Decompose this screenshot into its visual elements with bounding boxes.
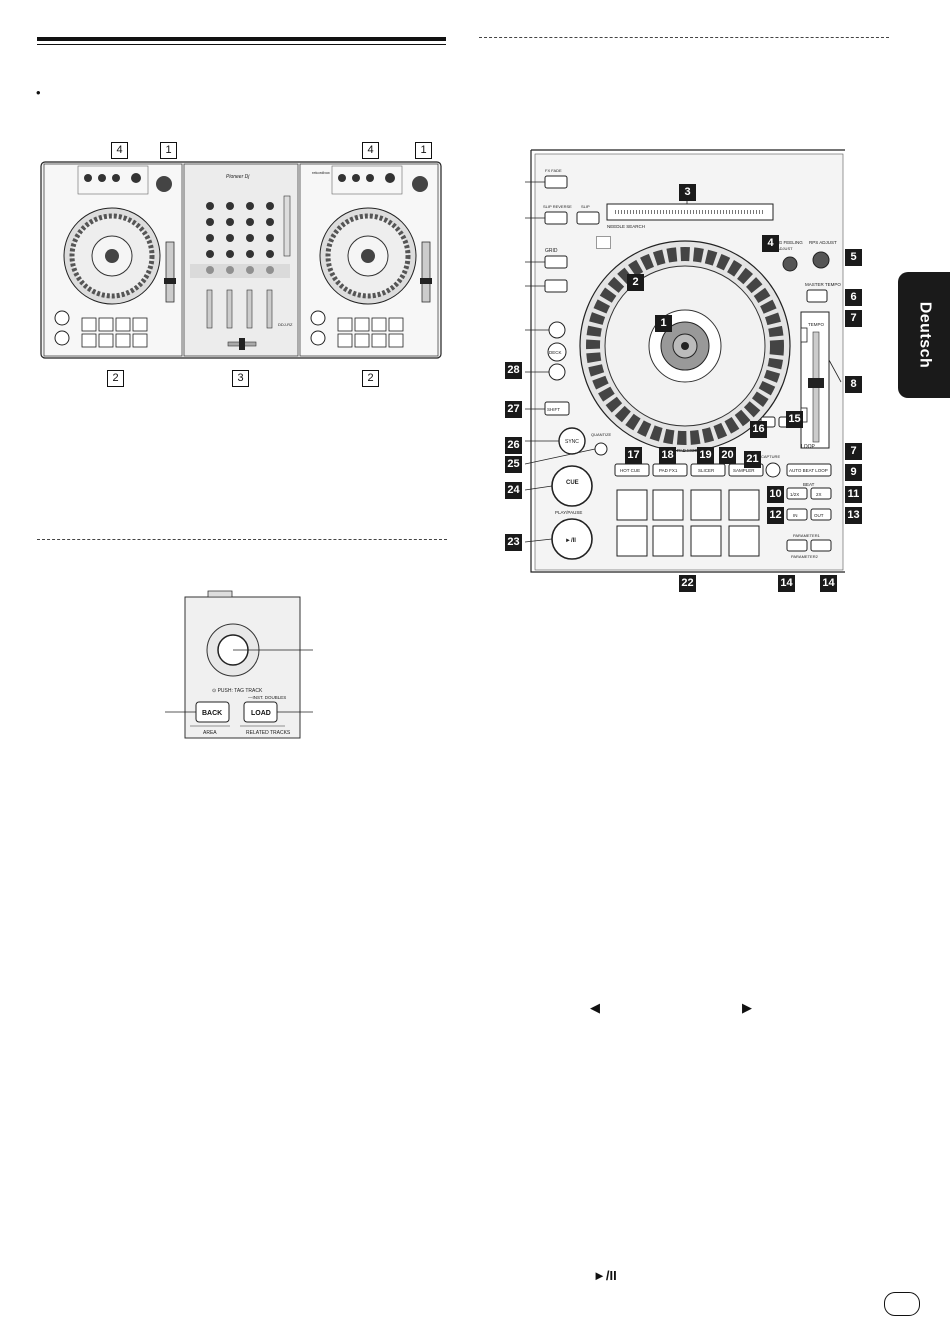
- tag-track-label: ⊙ PUSH: TAG TRACK: [212, 688, 263, 694]
- cue-label: CUE: [566, 480, 579, 486]
- out-label: OUT: [814, 513, 824, 518]
- capture-label: CAPTURE: [761, 454, 780, 459]
- deck-brand-text: rekordbox: [312, 170, 330, 175]
- language-side-tab-label: Deutsch: [916, 301, 933, 369]
- overview-callout-1-right: 1: [415, 142, 432, 159]
- deck-callout-27: 27: [505, 401, 522, 418]
- master-tempo-label: MASTER TEMPO: [805, 282, 841, 287]
- deck-callout-10: 10: [767, 486, 784, 503]
- slicer-label: SLICER: [698, 468, 715, 473]
- area-label: AREA: [203, 730, 217, 736]
- deck-callout-7-top: 7: [845, 310, 862, 327]
- play-pause-icon: ►/II: [593, 1268, 617, 1283]
- pad-mode-label: PAD MODE: [677, 448, 701, 453]
- browse-section-illustration: ⊙ PUSH: TAG TRACK —INST. DOUBLES BACK LO…: [165, 590, 313, 739]
- deck-callout-21: 21: [744, 451, 761, 468]
- deck-callout-3: 3: [679, 184, 696, 201]
- deck-callout-26: 26: [505, 437, 522, 454]
- jog-feeling-label: JOG FEELING: [773, 240, 803, 245]
- hot-cue-label: HOT CUE: [620, 468, 640, 473]
- deck-callout-20: 20: [719, 447, 736, 464]
- load-button-label: LOAD: [251, 710, 271, 717]
- half-x-label: 1/2X: [790, 492, 799, 497]
- beat-label: BEAT: [803, 482, 815, 487]
- overview-callout-3: 3: [232, 370, 249, 387]
- bullet-point: •: [36, 85, 41, 100]
- rps-adjust-label: RPS ADJUST: [809, 240, 837, 245]
- deck-callout-12: 12: [767, 507, 784, 524]
- deck-callout-28: 28: [505, 362, 522, 379]
- overview-callout-2-right: 2: [362, 370, 379, 387]
- deck-callout-23: 23: [505, 534, 522, 551]
- arrow-left-icon: ◀: [590, 1000, 600, 1015]
- deck-callout-24: 24: [505, 482, 522, 499]
- fx-fade-label: FX FADE: [545, 168, 562, 173]
- parameter1-label: PARAMETER1: [793, 533, 821, 538]
- inst-doubles-label: —INST. DOUBLES: [248, 695, 286, 700]
- deck-callout-19: 19: [697, 447, 714, 464]
- deck-callout-6: 6: [845, 289, 862, 306]
- parameter2-label: PARAMETER2: [791, 554, 819, 559]
- controller-overview-illustration: Pioneer Dj DDJ-RZ rekordbox: [40, 161, 442, 359]
- deck-callout-15: 15: [786, 411, 803, 428]
- overview-callout-2-left: 2: [107, 370, 124, 387]
- overview-callout-1-left: 1: [160, 142, 177, 159]
- deck-callout-13: 13: [845, 507, 862, 524]
- section-heading-rule-thin: [37, 44, 446, 45]
- section-heading-rule: [37, 37, 446, 41]
- slip-reverse-label: SLIP REVERSE: [543, 204, 572, 209]
- related-tracks-label: RELATED TRACKS: [246, 730, 291, 736]
- deck-callout-8: 8: [845, 376, 862, 393]
- sync-label: SYNC: [565, 439, 579, 445]
- deck-callout-22: 22: [679, 575, 696, 592]
- in-label: IN: [793, 513, 798, 518]
- blank-callout-box: [596, 236, 611, 249]
- play-pause-label: PLAY/PAUSE: [555, 510, 582, 515]
- auto-beat-loop-label: AUTO BEAT LOOP: [789, 468, 828, 473]
- deck-callout-4: 4: [762, 235, 779, 252]
- model-text: DDJ-RZ: [278, 322, 293, 327]
- mixer-brand-text: Pioneer Dj: [226, 174, 250, 180]
- deck-callout-9: 9: [845, 464, 862, 481]
- deck-callout-7-bottom: 7: [845, 443, 862, 460]
- pad-fx1-label: PAD FX1: [659, 468, 678, 473]
- deck-callout-17: 17: [625, 447, 642, 464]
- deck-callout-14-right: 14: [820, 575, 837, 592]
- deck-callout-18: 18: [659, 447, 676, 464]
- deck-callout-14-left: 14: [778, 575, 795, 592]
- quantize-label: QUANTIZE: [591, 432, 612, 437]
- section-divider-left: [37, 539, 447, 540]
- overview-callout-4-left: 4: [111, 142, 128, 159]
- adjust-label: ADJUST: [777, 246, 793, 251]
- play-glyph-label: ►/II: [565, 538, 576, 544]
- section-divider-right-top: [479, 37, 889, 38]
- overview-callout-4-right: 4: [362, 142, 379, 159]
- loop-label: LOOP: [801, 444, 816, 450]
- back-button-label: BACK: [202, 710, 222, 717]
- deck-callout-2: 2: [627, 274, 644, 291]
- grid-label: GRID: [545, 248, 558, 254]
- arrow-right-icon: ▶: [742, 1000, 752, 1015]
- deck-callout-1: 1: [655, 315, 672, 332]
- deck-callout-11: 11: [845, 486, 862, 503]
- deck-callout-25: 25: [505, 456, 522, 473]
- sampler-label: SAMPLER: [733, 468, 755, 473]
- language-side-tab: Deutsch: [898, 272, 950, 398]
- two-x-label: 2X: [816, 492, 822, 497]
- slip-label: SLIP: [581, 204, 590, 209]
- deck-callout-16: 16: [750, 421, 767, 438]
- tempo-label: TEMPO: [808, 322, 825, 327]
- deck-detail-illustration: NEEDLE SEARCH FX FADE SLIP REVERSE SLIP …: [525, 149, 845, 573]
- deck-callout-5: 5: [845, 249, 862, 266]
- language-badge: [884, 1292, 920, 1316]
- shift-label: SHIFT: [547, 407, 560, 412]
- deck-label: DECK: [549, 350, 562, 355]
- needle-search-label: NEEDLE SEARCH: [607, 224, 645, 229]
